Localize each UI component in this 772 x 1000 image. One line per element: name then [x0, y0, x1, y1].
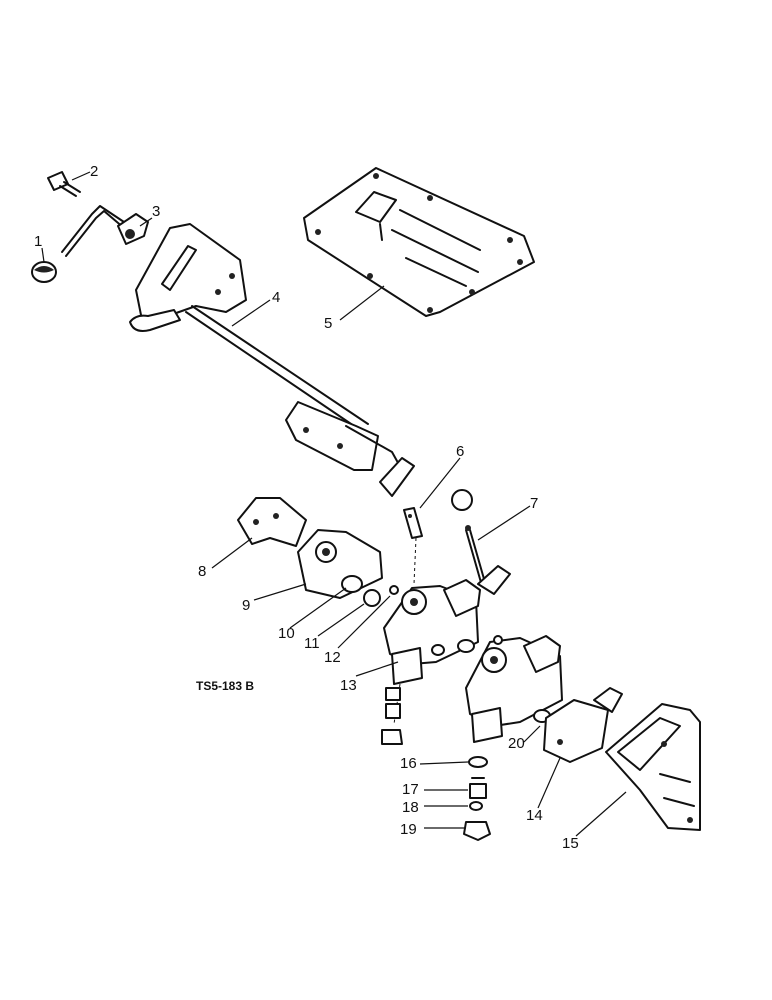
- ball: [451, 489, 473, 511]
- callout-8: 8: [198, 563, 206, 580]
- callout-16: 16: [400, 755, 417, 772]
- leader-lines: [41, 171, 627, 837]
- part-14-end-cover: [543, 687, 623, 763]
- callout-1: 1: [34, 233, 42, 250]
- part-19-nut: [463, 821, 491, 841]
- callout-13: 13: [340, 677, 357, 694]
- callout-17: 17: [402, 781, 419, 798]
- callout-6: 6: [456, 443, 464, 460]
- callout-7: 7: [530, 495, 538, 512]
- part-6-link: [403, 507, 423, 585]
- callout-11: 11: [304, 635, 320, 652]
- part-2-bolt: [47, 171, 81, 197]
- part-18-washer: [469, 801, 483, 811]
- callout-10: 10: [278, 625, 295, 642]
- callout-19: 19: [400, 821, 417, 838]
- part-13-valve-left: [381, 579, 481, 745]
- callout-5: 5: [324, 315, 332, 332]
- callout-14: 14: [526, 807, 543, 824]
- part-9-end-cover: [297, 529, 383, 599]
- part-20-valve-right: [465, 635, 563, 743]
- callout-12: 12: [324, 649, 341, 666]
- callout-3: 3: [152, 203, 160, 220]
- part-10-seal: [341, 575, 363, 593]
- callout-18: 18: [402, 799, 419, 816]
- callout-9: 9: [242, 597, 250, 614]
- callouts: 1 2 3 4 5 6 7 8 9 10 11 12 13 14 15 16 1…: [34, 163, 579, 852]
- callout-15: 15: [562, 835, 579, 852]
- part-3-cranked-rod: [61, 205, 149, 257]
- part-16-washer: [468, 756, 488, 768]
- part-7-lever: [465, 525, 511, 595]
- part-5-plate: [303, 167, 535, 317]
- callout-20: 20: [508, 735, 525, 752]
- part-11-seal: [363, 589, 381, 607]
- part-1-cap: [31, 261, 57, 283]
- part-4-lever-and-rod: [129, 223, 415, 497]
- callout-4: 4: [272, 289, 280, 306]
- part-15-guard-plate: [605, 703, 701, 831]
- part-12-seal: [389, 585, 399, 595]
- callout-2: 2: [90, 163, 98, 180]
- part-8-bracket: [237, 497, 307, 547]
- drawing-code: TS5-183 B: [196, 679, 254, 693]
- part-17-plug: [469, 777, 487, 799]
